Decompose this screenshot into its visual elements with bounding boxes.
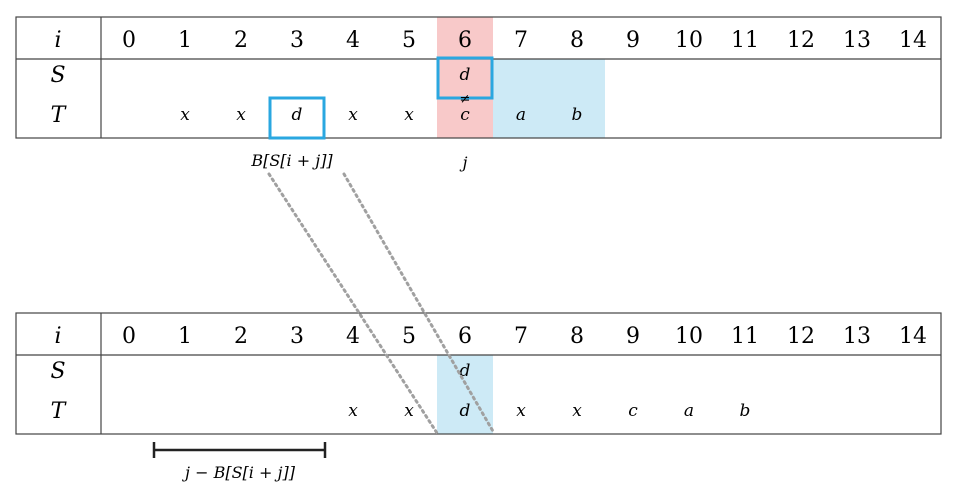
top-s-mismatch-box [436,56,494,100]
bottom-index-7: 7 [514,324,528,349]
top-matched-suffix [493,59,605,138]
top-s-char-6: d [460,65,471,85]
top-index-8: 8 [570,28,584,53]
bottom-index-2: 2 [234,324,248,349]
bottom-index-1: 1 [178,324,192,349]
bottom-t-char-11: b [740,401,751,421]
alignment-dotted-line-left [267,172,439,435]
bottom-t-char-9: c [628,401,638,421]
bottom-index-6: 6 [458,324,472,349]
bottom-index-14: 14 [899,324,927,349]
top-index-3: 3 [290,28,304,53]
bottom-t-char-8: x [572,401,582,421]
alignment-dotted-line-right [342,172,496,435]
bottom-label-t: T [51,399,68,424]
top-index-14: 14 [899,28,927,53]
bottom-index-9: 9 [626,324,640,349]
top-t-char-5: x [404,105,414,125]
top-t-char-1: x [180,105,190,125]
top-mismatch-column [437,17,493,138]
bottom-t-char-6: d [460,401,471,421]
top-index-10: 10 [675,28,703,53]
bottom-t-char-10: a [684,401,694,421]
bottom-index-0: 0 [122,324,136,349]
annotation-b-shift: B[S[i + j]] [250,151,333,170]
top-label-i: i [54,28,61,53]
top-index-6: 6 [458,28,472,53]
top-index-5: 5 [402,28,416,53]
bottom-table-frame [15,312,942,435]
bottom-index-10: 10 [675,324,703,349]
top-table-frame [15,16,942,139]
bottom-index-4: 4 [346,324,360,349]
top-index-0: 0 [122,28,136,53]
bottom-index-3: 3 [290,324,304,349]
bottom-label-s: S [50,359,65,384]
bottom-index-8: 8 [570,324,584,349]
bottom-t-char-5: x [404,401,414,421]
top-index-11: 11 [731,28,759,53]
top-index-7: 7 [514,28,528,53]
top-t-char-2: x [236,105,246,125]
bottom-index-11: 11 [731,324,759,349]
top-t-char-6: c [460,105,470,125]
top-t-char-7: a [516,105,526,125]
top-index-13: 13 [843,28,871,53]
bottom-aligned-column [437,355,493,434]
top-index-4: 4 [346,28,360,53]
top-label-t: T [51,103,68,128]
bottom-t-char-4: x [348,401,358,421]
top-label-s: S [50,63,65,88]
bottom-index-5: 5 [402,324,416,349]
bottom-t-char-7: x [516,401,526,421]
top-t-char-3: d [292,105,303,125]
top-t-match-box [268,96,326,140]
top-t-char-8: b [572,105,583,125]
bottom-label-i: i [54,324,61,349]
not-equal-sign: ≠ [460,92,471,107]
bottom-index-12: 12 [787,324,815,349]
bottom-s-char-6: d [460,361,471,381]
top-index-12: 12 [787,28,815,53]
bottom-index-13: 13 [843,324,871,349]
top-t-char-4: x [348,105,358,125]
annotation-j: j [460,153,468,172]
top-index-1: 1 [178,28,192,53]
top-index-9: 9 [626,28,640,53]
top-index-2: 2 [234,28,248,53]
shift-label: j − B[S[i + j]] [182,463,296,482]
